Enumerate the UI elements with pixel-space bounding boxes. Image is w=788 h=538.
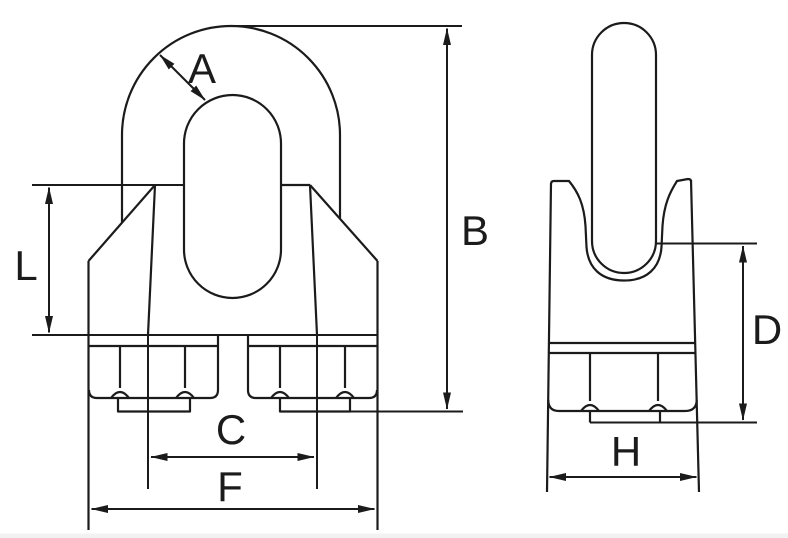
dim-d-label: D [752,306,782,353]
dim-l-label: L [14,242,37,289]
hex-nut-right [246,335,379,413]
dim-h-label: H [611,428,641,475]
hex-nut-left [87,335,220,413]
dim-c-label: C [216,406,246,453]
side-view [545,21,701,493]
dimension-l: L [14,187,53,333]
saddle-diagonal-left [87,184,156,262]
bolt-end-tab [278,398,352,413]
nut-facet-arc [110,390,130,399]
dimension-h: H [549,428,697,481]
nut-bottom [547,399,698,413]
dimensions: A B L C F D [14,25,782,513]
nut-facet-arc [648,403,668,412]
dim-a-arrow [159,54,206,101]
front-view [32,24,379,530]
dimension-f: F [91,463,375,513]
nut-facet-arc [175,390,195,399]
bolt-end-tab [588,411,662,423]
dim-b-label: B [461,207,489,254]
nut-outline [87,335,220,400]
ubolt-inner-opening [182,93,283,300]
dimension-b: B [227,25,489,413]
saddle-diagonal-right [309,184,379,262]
nut-outline [246,335,379,400]
dim-f-label: F [217,463,243,510]
saddle-prongs [549,177,693,282]
dimension-c: C [150,406,315,461]
dimension-a: A [159,45,216,101]
ubolt-side-profile [590,21,658,275]
body-side-right [689,179,701,493]
saddle-leg-left [146,184,157,336]
body-side-left [545,182,553,493]
nut-facet-arc [335,390,355,399]
dim-a-label: A [188,45,216,92]
hex-nut-side [547,341,698,423]
scan-edge-strip [0,533,788,538]
dimension-d: D [590,242,782,424]
nut-facet-arc [270,390,290,399]
bolt-end-tab [116,398,192,413]
nut-facet-arc [580,403,600,412]
saddle-leg-right [308,184,319,336]
